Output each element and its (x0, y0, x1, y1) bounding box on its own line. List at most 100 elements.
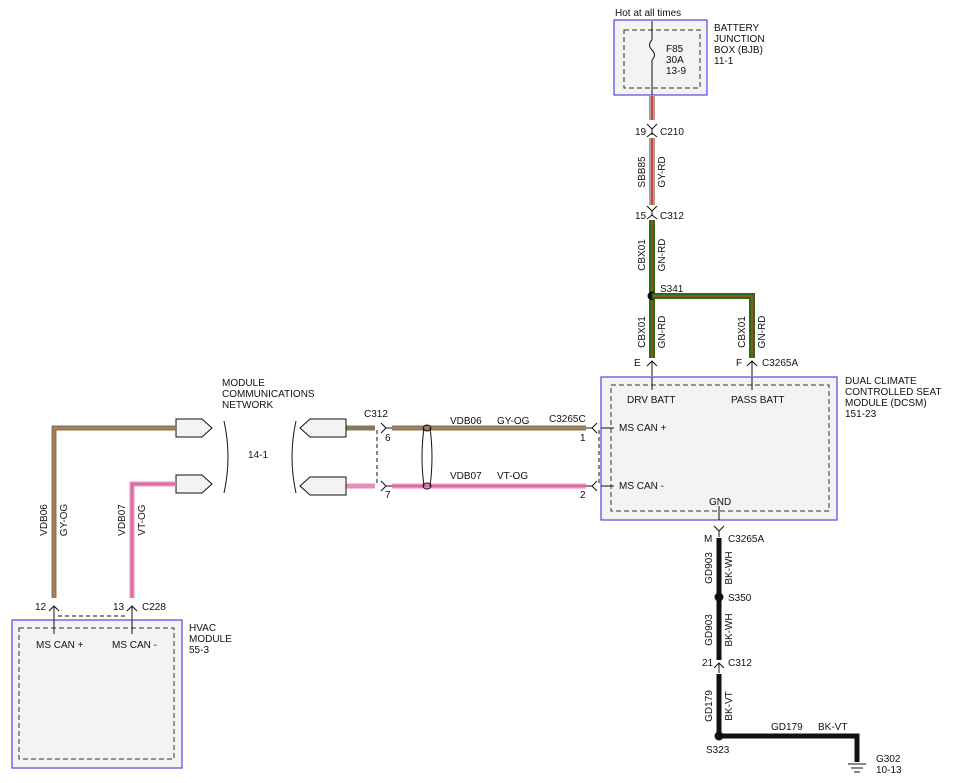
drv-batt-label: DRV BATT (627, 395, 676, 406)
bjb-title-2: JUNCTION (714, 34, 765, 45)
connector-c3265c-2-icon (586, 480, 598, 492)
c312-pin-21: 21 (702, 658, 714, 669)
pin-m: M (704, 534, 712, 545)
wire-vdb07-left (129, 481, 176, 598)
dcsm-gnd-label: GND (709, 497, 731, 508)
connector-c3265a-e-icon (646, 360, 658, 376)
dcsm-module (600, 376, 838, 521)
cbx01-circuit-b: CBX01 (637, 316, 648, 348)
vdb06-circuit: VDB06 (450, 416, 482, 427)
hvac-ms-can-plus: MS CAN + (36, 640, 84, 651)
network-bracket-right (291, 420, 297, 494)
network-arrow-right-2-icon (299, 476, 347, 496)
mcn-title-3: NETWORK (222, 400, 273, 411)
wire-vdb06-left (51, 425, 176, 598)
cbx01-color-a: GN-RD (657, 239, 668, 272)
hvac-title-1: HVAC (189, 623, 216, 634)
c3265c-label: C3265C (549, 414, 586, 425)
fuse-rating: 30A (666, 55, 684, 66)
hot-at-all-times-label: Hot at all times (615, 8, 681, 19)
c210-pin: 19 (635, 127, 647, 138)
vdb07-color: VT-OG (497, 471, 528, 482)
dcsm-ms-can-plus: MS CAN + (619, 423, 667, 434)
twisted-pair-icon (421, 427, 433, 487)
bjb-title-3: BOX (BJB) (714, 45, 763, 56)
dcsm-title-1: DUAL CLIMATE (845, 376, 917, 387)
g302-ref: 10-13 (876, 765, 902, 776)
connector-c228-13-icon (126, 605, 138, 620)
hvac-vdb06-circuit: VDB06 (39, 504, 50, 536)
c312-21-label: C312 (728, 658, 752, 669)
wire-cbx01-c (652, 293, 755, 358)
gd903-circuit-a: GD903 (704, 552, 715, 584)
vdb07-circuit: VDB07 (450, 471, 482, 482)
hvac-vdb07-color: VT-OG (137, 504, 148, 535)
mcn-title-2: COMMUNICATIONS (222, 389, 315, 400)
bjb-ref: 11-1 (714, 56, 734, 67)
ground-icon (848, 763, 866, 773)
fuse-icon (649, 39, 655, 61)
fuse-label: F85 (666, 44, 684, 55)
s350-label: S350 (728, 593, 752, 604)
pin-e: E (634, 358, 641, 369)
gd179-color-b: BK-VT (818, 722, 847, 733)
gd179-circuit-b: GD179 (771, 722, 803, 733)
c312-pin: 15 (635, 211, 647, 222)
connector-c210-icon (646, 123, 658, 138)
gd179-circuit-a: GD179 (704, 690, 715, 722)
sbb85-color: GY-RD (657, 156, 668, 187)
cbx01-color-c: GN-RD (757, 316, 768, 349)
network-arrow-right-1-icon (299, 418, 347, 438)
gd903-circuit-b: GD903 (704, 614, 715, 646)
gd903-color-b: BK-WH (724, 613, 735, 646)
network-bracket-left (223, 420, 229, 494)
battery-junction-box (613, 19, 708, 96)
c312-pin-7: 7 (385, 490, 391, 501)
dcsm-ms-can-minus: MS CAN - (619, 481, 664, 492)
splice-s350 (714, 592, 724, 602)
c312-label: C312 (660, 211, 684, 222)
fuse-ref: 13-9 (666, 66, 686, 77)
hvac-module (11, 619, 183, 769)
c312-left-label: C312 (364, 409, 388, 420)
s323-label: S323 (706, 745, 730, 756)
network-arrow-left-2-icon (175, 474, 213, 494)
pin-f: F (736, 358, 742, 369)
mcn-title-1: MODULE (222, 378, 265, 389)
cbx01-circuit-a: CBX01 (637, 239, 648, 271)
cbx01-color-b: GN-RD (657, 316, 668, 349)
network-arrow-left-1-icon (175, 418, 213, 438)
hvac-title-2: MODULE (189, 634, 232, 645)
c312-pin-6: 6 (385, 433, 391, 444)
gd179-color-a: BK-VT (724, 691, 735, 720)
c210-label: C210 (660, 127, 684, 138)
bjb-title-1: BATTERY (714, 23, 760, 34)
connector-c228-12-icon (48, 605, 60, 620)
c3265a-label: C3265A (762, 358, 798, 369)
gd903-color-a: BK-WH (724, 551, 735, 584)
connector-c312-7-icon (380, 480, 392, 492)
c3265c-pin-2: 2 (580, 490, 586, 501)
connector-c312-icon (646, 205, 658, 220)
connector-c3265c-1-icon (586, 422, 598, 434)
hvac-vdb07-circuit: VDB07 (117, 504, 128, 536)
c3265a-m-label: C3265A (728, 534, 764, 545)
dcsm-title-2: CONTROLLED SEAT (845, 387, 942, 398)
connector-c3265a-f-icon (746, 360, 758, 376)
connector-c3265a-m-icon (713, 525, 725, 537)
wire-gd179-b (719, 733, 860, 762)
pass-batt-label: PASS BATT (731, 395, 785, 406)
s341-label: S341 (660, 284, 684, 295)
hvac-ms-can-minus: MS CAN - (112, 640, 157, 651)
g302-label: G302 (876, 754, 901, 765)
cbx01-circuit-c: CBX01 (737, 316, 748, 348)
mcn-ref: 14-1 (248, 450, 268, 461)
connector-c312-6-icon (380, 422, 392, 434)
c228-pin-13: 13 (113, 602, 125, 613)
c228-label: C228 (142, 602, 166, 613)
dcsm-title-3: MODULE (DCSM) (845, 398, 927, 409)
connector-c312-21-icon (713, 662, 725, 673)
dcsm-ref: 151-23 (845, 409, 877, 420)
c3265c-pin-1: 1 (580, 433, 586, 444)
